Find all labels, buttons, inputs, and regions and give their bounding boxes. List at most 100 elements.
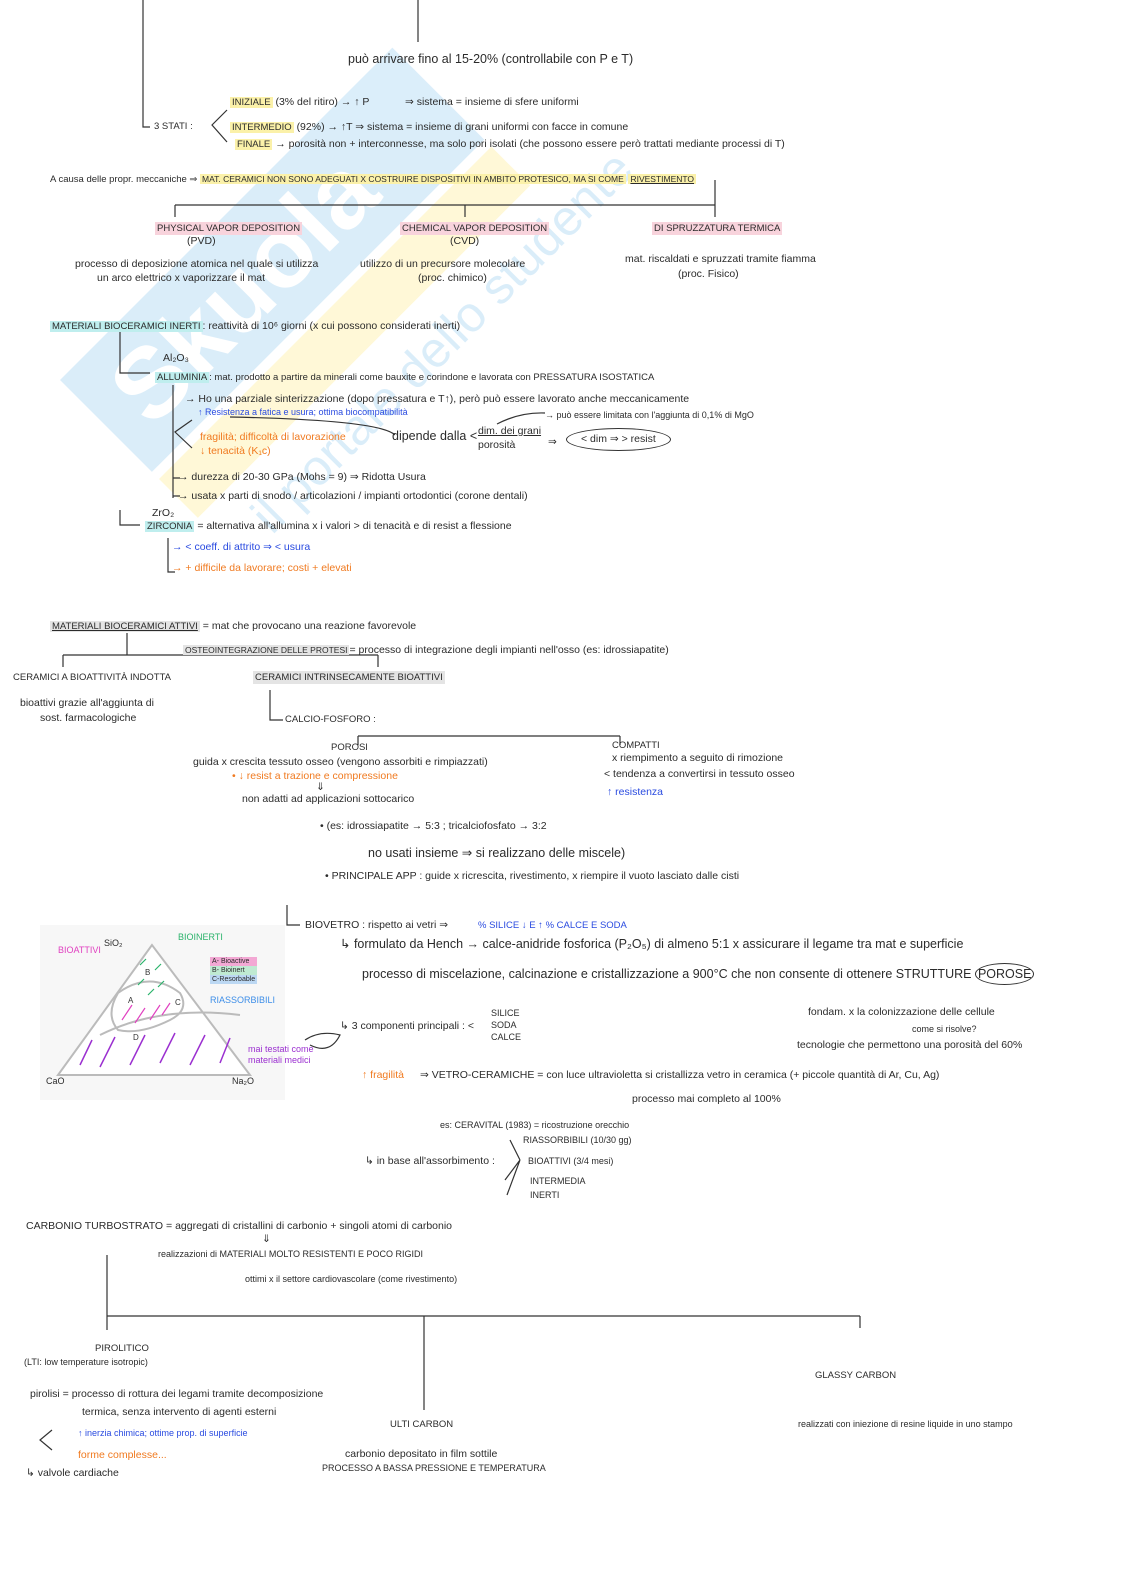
alluminia-title: ALLUMINIA [155,372,210,383]
cvd-abbr: (CVD) [450,235,480,247]
component-soda: SODA [491,1020,517,1030]
absorb-label: ↳ in base all'assorbimento : [365,1155,495,1167]
porose-label: POROSE [974,963,1035,985]
cao-label: CaO [46,1076,65,1086]
legend-bioinert: B- Bioinert [210,966,258,975]
iniziale-result: ⇒ sistema = insieme di sfere uniformi [405,96,579,108]
intermedio-text: (92%) → ↑T ⇒ sistema = insieme di grani … [296,121,629,133]
glassy-title: GLASSY CARBON [815,1370,897,1381]
legend-bioactive: A- Bioactive [210,957,258,966]
attivi-title: MATERIALI BIOCERAMICI ATTIVI [50,621,200,632]
depends-label: dipende dalla < [392,429,478,443]
glassy-desc: realizzati con iniezione di resine liqui… [798,1419,1013,1429]
coatings-intro: A causa delle propr. meccaniche ⇒ [50,174,198,185]
porosi-arrow: ⇓ [316,781,325,793]
component-silice: SILICE [491,1008,520,1018]
never-tested-2: materiali medici [248,1055,311,1065]
coatings-intro-highlight: MAT. CERAMICI NON SONO ADEGUATI X COSTRU… [200,174,626,184]
porosity: porosità [478,439,516,451]
absorb-intermedia: INTERMEDIA [530,1176,586,1186]
zirconia-title: ZIRCONIA [145,521,195,532]
cap-example-2: no usati insieme ⇒ si realizzano delle m… [368,846,626,860]
thermal-desc-2: (proc. Fisico) [678,268,739,280]
calcio-fosforo: CALCIO-FOSFORO : [285,714,376,725]
porosi-title: POROSI [331,742,368,753]
biovetro-hench: ↳ formulato da Hench → calce-anidride fo… [340,937,964,951]
grain-size: dim. dei grani [478,425,542,437]
never-tested-1: mai testati come [248,1044,314,1054]
zr-con: → + difficile da lavorare; costi + eleva… [172,562,352,574]
inerti-def: : reattività di 10⁶ giorni (x cui posson… [202,320,461,332]
pvd-title: PHYSICAL VAPOR DEPOSITION [155,222,303,235]
inerti-title: MATERIALI BIOCERAMICI INERTI [50,321,203,332]
stati-label: 3 STATI : [154,121,193,132]
zirconia-def: = alternativa all'allumina x i valori > … [197,520,512,532]
osteo-def: = processo di integrazione degli impiant… [349,644,669,656]
porosi-con: • ↓ resist a trazione e compressione [232,770,398,782]
region-a: A [128,996,134,1005]
question: come si risolve? [912,1024,977,1034]
cap-example: • (es: idrossiapatite → 5:3 ; tricalciof… [320,820,547,832]
porosi-desc: guida x crescita tessuto osseo (vengono … [193,756,488,768]
pirolitico-lti: (LTI: low temperature isotropic) [24,1357,148,1367]
osteo-title: OSTEOINTEGRAZIONE DELLE PROTESI [183,645,350,655]
pirolitico-pro: ↑ inerzia chimica; ottime prop. di super… [78,1428,248,1438]
indotta-title: CERAMICI A BIOATTIVITÀ INDOTTA [13,672,171,683]
ternary-diagram: A B C D [40,925,285,1100]
al-hardness: → durezza di 20-30 GPa (Mohs = 9) ⇒ Rido… [178,471,426,483]
cap-app: • PRINCIPALE APP : guide x ricrescita, r… [325,870,740,882]
pvd-desc-1: processo di deposizione atomica nel qual… [75,258,319,270]
al-mgo: → può essere limitata con l'aggiunta di … [545,410,754,420]
region-c: C [175,998,181,1007]
resist-note: < dim ⇒ > resist [566,428,671,451]
legend-resorbable: C-Resorbable [210,975,258,984]
components-label: ↳ 3 componenti principali : < [340,1020,474,1032]
cvd-desc-1: utilizzo di un precursore molecolare [360,258,526,270]
frag-label: ↑ fragilità [362,1069,405,1081]
absorb-riassorbibili: RIASSORBIBILI (10/30 gg) [523,1135,632,1145]
sio2-label: SiO₂ [104,938,123,948]
thermal-title: DI SPRUZZATURA TERMICA [652,222,783,235]
bioinerti-label: BIOINERTI [178,932,223,942]
iniziale-label: INIZIALE [230,97,273,108]
indotta-desc-2: sost. farmacologiche [40,712,137,724]
pirolisi-1: pirolisi = processo di rottura dei legam… [30,1388,324,1400]
carbonio-real: realizzazioni di MATERIALI MOLTO RESISTE… [158,1249,424,1259]
alluminia-def: : mat. prodotto a partire da minerali co… [209,372,655,383]
ceravital: es: CERAVITAL (1983) = ricostruzione ore… [440,1120,630,1130]
iniziale-text: (3% del ritiro) → ↑ P [275,96,370,108]
compatti-title: COMPATTI [612,740,660,751]
never-complete: processo mai completo al 100% [632,1093,781,1105]
al-con-2: ↓ tenacità (K₁c) [200,445,271,457]
al-sinter: → Ho una parziale sinterizzazione (dopo … [185,393,690,405]
colonization: fondam. x la colonizzazione delle cellul… [808,1006,995,1018]
bioattivi-label: BIOATTIVI [58,945,101,955]
sintering-limit: può arrivare fino al 15-20% (controllabi… [348,52,634,66]
biovetro-comp: % SILICE ↓ e ↑ % CALCE E SODA [478,920,627,931]
zr-pro: → < coeff. di attrito ⇒ < usura [172,541,311,553]
compatti-pro: ↑ resistenza [607,786,664,798]
finale-label: FINALE [235,139,273,150]
valvole: ↳ valvole cardiache [26,1467,119,1479]
absorb-inerti: INERTI [530,1190,560,1200]
riassorbibili-label: RIASSORBIBILI [210,995,276,1005]
cvd-title: CHEMICAL VAPOR DEPOSITION [400,222,550,235]
implies-arrow: ⇒ [548,436,557,448]
diagram-legend: A- Bioactive B- Bioinert C-Resorbable [210,957,258,984]
component-calce: CALCE [491,1032,522,1042]
compatti-desc-2: < tendenza a convertirsi in tessuto osse… [604,768,795,780]
ulti-desc-2: PROCESSO A BASSA PRESSIONE E TEMPERATURA [322,1463,546,1473]
region-d: D [133,1033,139,1042]
zr-formula: ZrO₂ [152,507,175,519]
pirolisi-2: termica, senza intervento di agenti este… [82,1406,277,1418]
carbonio-optimal: ottimi x il settore cardiovascolare (com… [245,1274,458,1284]
cvd-desc-2: (proc. chimico) [418,272,487,284]
ulti-title: ULTI CARBON [390,1419,454,1430]
biovetro-process: processo di miscelazione, calcinazione e… [362,967,972,981]
rivestimento-label: RIVESTIMENTO [628,174,697,184]
finale-text: → porosità non + interconnesse, ma solo … [275,138,785,150]
ulti-desc-1: carbonio depositato in film sottile [345,1448,498,1460]
attivi-def: = mat che provocano una reazione favorev… [202,620,417,632]
